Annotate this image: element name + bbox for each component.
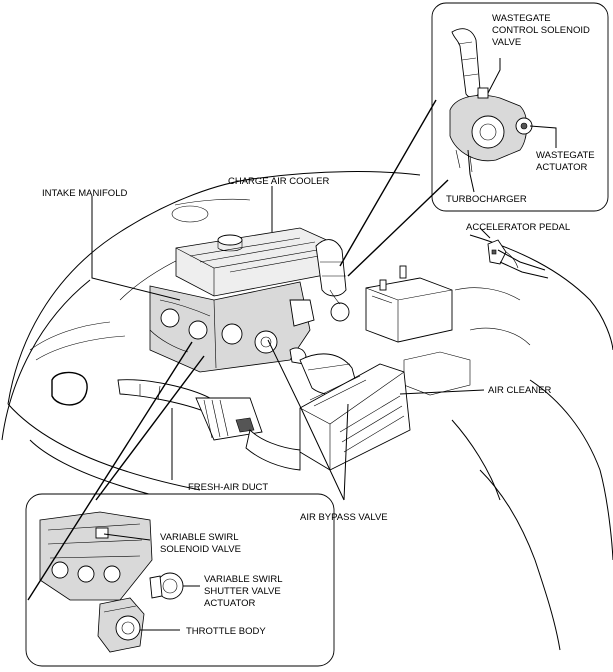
variable-swirl-shutter-valve-actuator-label: VARIABLE SWIRL SHUTTER VALVE ACTUATOR [204, 574, 285, 609]
fresh-air-duct-label: FRESH-AIR DUCT [188, 482, 268, 493]
turbocharger-label: TURBOCHARGER [446, 194, 527, 205]
callout-connector-line [347, 179, 449, 277]
callout-connector-line [339, 99, 437, 267]
callout-connector-line [95, 355, 205, 501]
charge-air-cooler-label: CHARGE AIR COOLER [228, 176, 329, 187]
intake-manifold-callout [25, 493, 335, 667]
accelerator-pedal-label: ACCELERATOR PEDAL [466, 222, 570, 233]
callout-connector-line [27, 341, 193, 601]
wastegate-control-solenoid-valve-label: WASTEGATE CONTROL SOLENOID VALVE [492, 13, 592, 48]
leader-lines [91, 186, 491, 501]
engine-assembly [149, 227, 359, 396]
air-cleaner-icon [299, 363, 411, 471]
intake-manifold-label: INTAKE MANIFOLD [42, 188, 127, 199]
air-bypass-valve-label: AIR BYPASS VALVE [300, 512, 388, 523]
fresh-air-duct-icon [117, 379, 301, 471]
throttle-body-label: THROTTLE BODY [186, 626, 266, 637]
battery-icon [365, 265, 471, 396]
accelerator-pedal-icon [487, 239, 549, 279]
air-cleaner-label: AIR CLEANER [488, 385, 551, 396]
headlight-icon [51, 371, 88, 406]
variable-swirl-solenoid-valve-label: VARIABLE SWIRL SOLENOID VALVE [160, 532, 241, 555]
turbocharger-callout [431, 2, 609, 212]
wastegate-actuator-label: WASTEGATE ACTUATOR [536, 150, 597, 173]
car-body-outline [1, 171, 613, 651]
